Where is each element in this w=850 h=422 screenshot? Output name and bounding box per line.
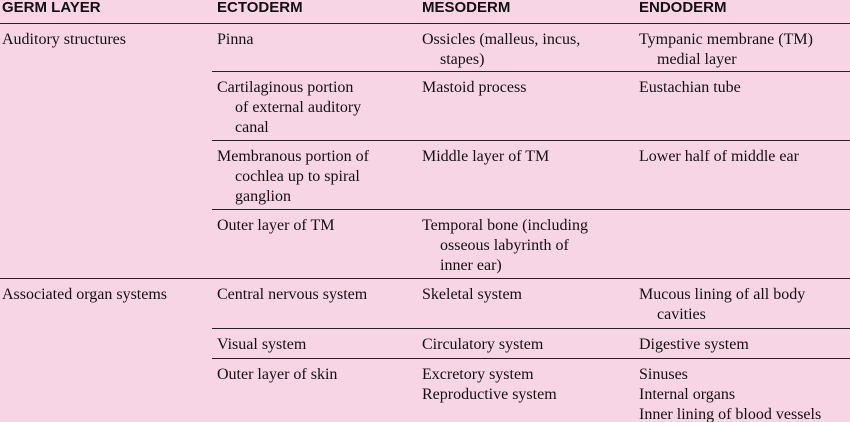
row-divider [212, 140, 850, 141]
cell-text: Central nervous system [217, 286, 368, 303]
cell-text: Middle layer of TM [422, 148, 550, 165]
cell-text: Outer layer of skin [217, 366, 338, 383]
cell-text: Excretory system [422, 366, 534, 383]
mesoderm-cell: Skeletal system [422, 285, 522, 305]
row-divider [212, 209, 850, 210]
header-mesoderm: MESODERM [422, 0, 511, 16]
row-divider [212, 358, 850, 359]
mesoderm-cell: Middle layer of TM [422, 147, 549, 167]
ectoderm-cell: Outer layer of TM [217, 216, 334, 236]
cell-text: Eustachian tube [639, 79, 741, 96]
cell-text: Skeletal system [422, 286, 522, 303]
cell-text: Tympanic membrane (TM) [639, 31, 813, 48]
cell-text: Visual system [217, 336, 307, 353]
endoderm-cell: Lower half of middle ear [639, 147, 799, 167]
cell-text: Temporal bone (including [422, 217, 588, 234]
header-endoderm: ENDODERM [639, 0, 727, 16]
ectoderm-cell: Visual system [217, 335, 306, 355]
ectoderm-cell: Pinna [217, 30, 253, 50]
ectoderm-cell: Outer layer of skin [217, 365, 337, 385]
cell-text: medial layer [657, 51, 737, 68]
cell-text: Membranous portion of [217, 148, 369, 165]
row-divider [212, 328, 850, 329]
ectoderm-cell: Membranous portion of cochlea up to spira… [217, 147, 369, 207]
cell-text: Internal organs [639, 386, 736, 403]
group-label: Auditory structures [2, 31, 126, 48]
cell-text: ganglion [235, 188, 291, 205]
cell-text: stapes) [440, 51, 485, 68]
cell-text: Lower half of middle ear [639, 148, 799, 165]
ectoderm-cell: Cartilaginous portion of external auditor… [217, 78, 361, 138]
mesoderm-cell: Ossicles (malleus, incus, stapes) [422, 30, 580, 70]
cell-text: Digestive system [639, 336, 749, 353]
group-label: Associated organ systems [2, 286, 168, 303]
ectoderm-cell: Central nervous system [217, 285, 367, 305]
cell-text: Mucous lining of all body [639, 286, 806, 303]
group-divider [0, 278, 850, 279]
cell-text: cavities [657, 306, 706, 323]
header-ectoderm: ECTODERM [217, 0, 303, 16]
cell-text: Pinna [217, 31, 254, 48]
endoderm-cell: Mucous lining of all body cavities [639, 285, 805, 325]
endoderm-cell: Eustachian tube [639, 78, 741, 98]
endoderm-cell: Tympanic membrane (TM) medial layer [639, 30, 813, 70]
mesoderm-cell: Mastoid process [422, 78, 526, 98]
cell-text: osseous labyrinth of [440, 237, 569, 254]
cell-text: Ossicles (malleus, incus, [422, 31, 581, 48]
cell-text: of external auditory [235, 99, 362, 116]
cell-text: Sinuses [639, 366, 688, 383]
cell-text: Mastoid process [422, 79, 527, 96]
cell-text: Outer layer of TM [217, 217, 335, 234]
cell-text: cochlea up to spiral [235, 168, 360, 185]
cell-text: inner ear) [440, 257, 502, 274]
cell-text: canal [235, 119, 269, 136]
row-divider [212, 71, 850, 72]
cell-text: Circulatory system [422, 336, 544, 353]
endoderm-cell: Digestive system [639, 335, 749, 355]
cell-text: Cartilaginous portion [217, 79, 354, 96]
mesoderm-cell: Temporal bone (including osseous labyrint… [422, 216, 588, 276]
header-germ-layer: GERM LAYER [2, 0, 101, 16]
table-header: GERM LAYER ECTODERM MESODERM ENDODERM [0, 0, 850, 24]
cell-text: Inner lining of blood vessels [639, 406, 822, 422]
cell-text: Reproductive system [422, 386, 557, 403]
mesoderm-cell: Circulatory system [422, 335, 543, 355]
